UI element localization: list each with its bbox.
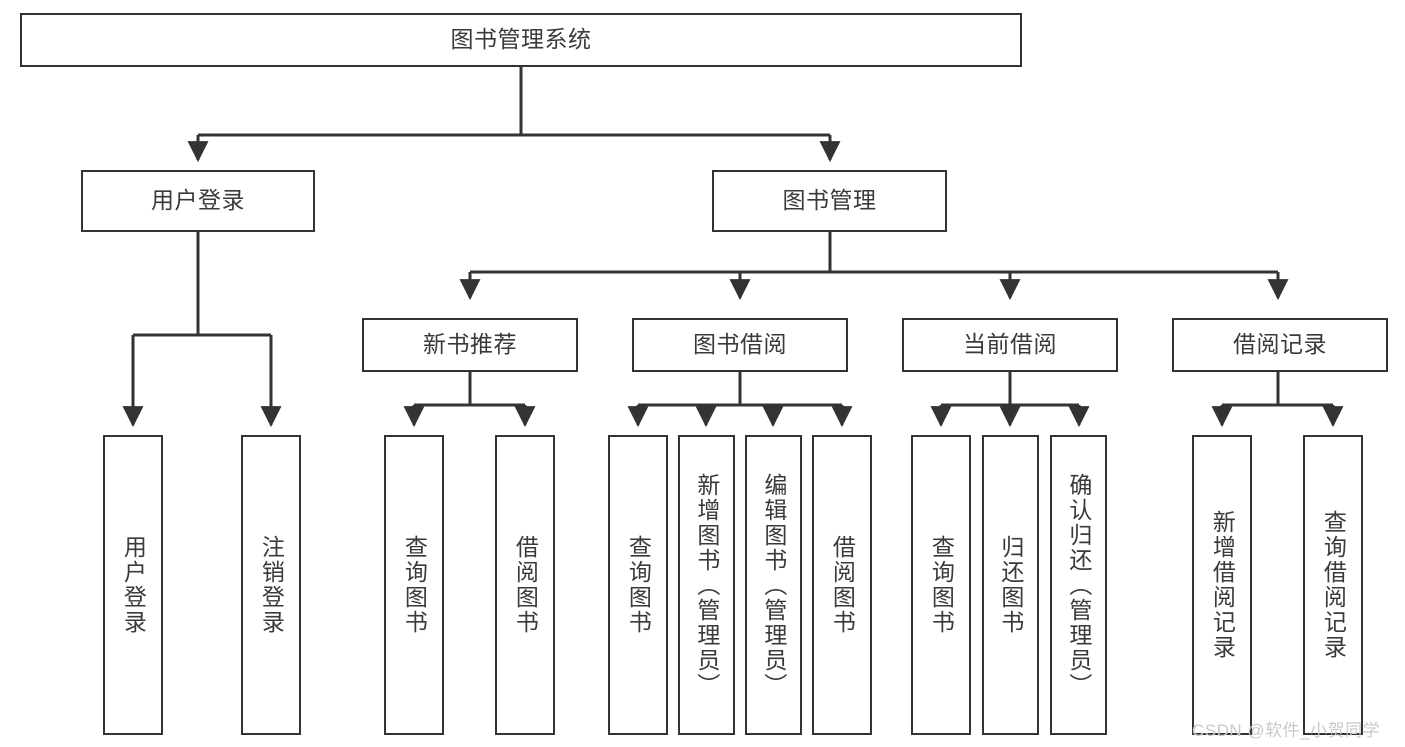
leaf-user-logout[interactable]: 注销登录 <box>241 435 301 735</box>
leaf-edit-book[interactable]: 编辑图书（管理员） <box>745 435 802 735</box>
leaf-confirm-return[interactable]: 确认归还（管理员） <box>1050 435 1107 735</box>
leaf-user-login-label: 用户登录 <box>120 535 147 635</box>
node-borrow-record[interactable]: 借阅记录 <box>1172 318 1388 372</box>
node-book-borrow[interactable]: 图书借阅 <box>632 318 848 372</box>
leaf-query-book-3-label: 查询图书 <box>928 535 955 635</box>
leaf-borrow-book-2-label: 借阅图书 <box>829 535 856 635</box>
leaf-borrow-book-2[interactable]: 借阅图书 <box>812 435 872 735</box>
leaf-query-book-2[interactable]: 查询图书 <box>608 435 668 735</box>
node-root-label: 图书管理系统 <box>450 26 592 53</box>
leaf-query-record[interactable]: 查询借阅记录 <box>1303 435 1363 735</box>
leaf-add-book-label: 新增图书（管理员） <box>693 472 720 698</box>
leaf-add-book[interactable]: 新增图书（管理员） <box>678 435 735 735</box>
node-root[interactable]: 图书管理系统 <box>20 13 1022 67</box>
node-borrow-record-label: 借阅记录 <box>1233 331 1327 358</box>
leaf-confirm-return-label: 确认归还（管理员） <box>1065 472 1092 698</box>
node-book-management-label: 图书管理 <box>782 187 877 214</box>
leaf-user-logout-label: 注销登录 <box>258 535 285 635</box>
leaf-borrow-book-1[interactable]: 借阅图书 <box>495 435 555 735</box>
leaf-add-record-label: 新增借阅记录 <box>1209 510 1236 660</box>
leaf-return-book-label: 归还图书 <box>997 535 1024 635</box>
leaf-query-book-2-label: 查询图书 <box>625 535 652 635</box>
node-user-login-label: 用户登录 <box>151 187 245 214</box>
leaf-user-login[interactable]: 用户登录 <box>103 435 163 735</box>
leaf-query-record-label: 查询借阅记录 <box>1320 510 1347 660</box>
node-user-login[interactable]: 用户登录 <box>81 170 315 232</box>
node-current-borrow-label: 当前借阅 <box>963 331 1057 358</box>
leaf-borrow-book-1-label: 借阅图书 <box>512 535 539 635</box>
node-new-book-recommend[interactable]: 新书推荐 <box>362 318 578 372</box>
leaf-add-record[interactable]: 新增借阅记录 <box>1192 435 1252 735</box>
leaf-query-book-1[interactable]: 查询图书 <box>384 435 444 735</box>
node-book-management[interactable]: 图书管理 <box>712 170 947 232</box>
node-new-book-recommend-label: 新书推荐 <box>423 331 517 358</box>
node-current-borrow[interactable]: 当前借阅 <box>902 318 1118 372</box>
leaf-query-book-3[interactable]: 查询图书 <box>911 435 971 735</box>
csdn-watermark: CSDN @软件_小贺同学 <box>1192 721 1381 740</box>
node-book-borrow-label: 图书借阅 <box>693 331 787 358</box>
leaf-return-book[interactable]: 归还图书 <box>982 435 1039 735</box>
leaf-query-book-1-label: 查询图书 <box>401 535 428 635</box>
leaf-edit-book-label: 编辑图书（管理员） <box>760 472 787 698</box>
